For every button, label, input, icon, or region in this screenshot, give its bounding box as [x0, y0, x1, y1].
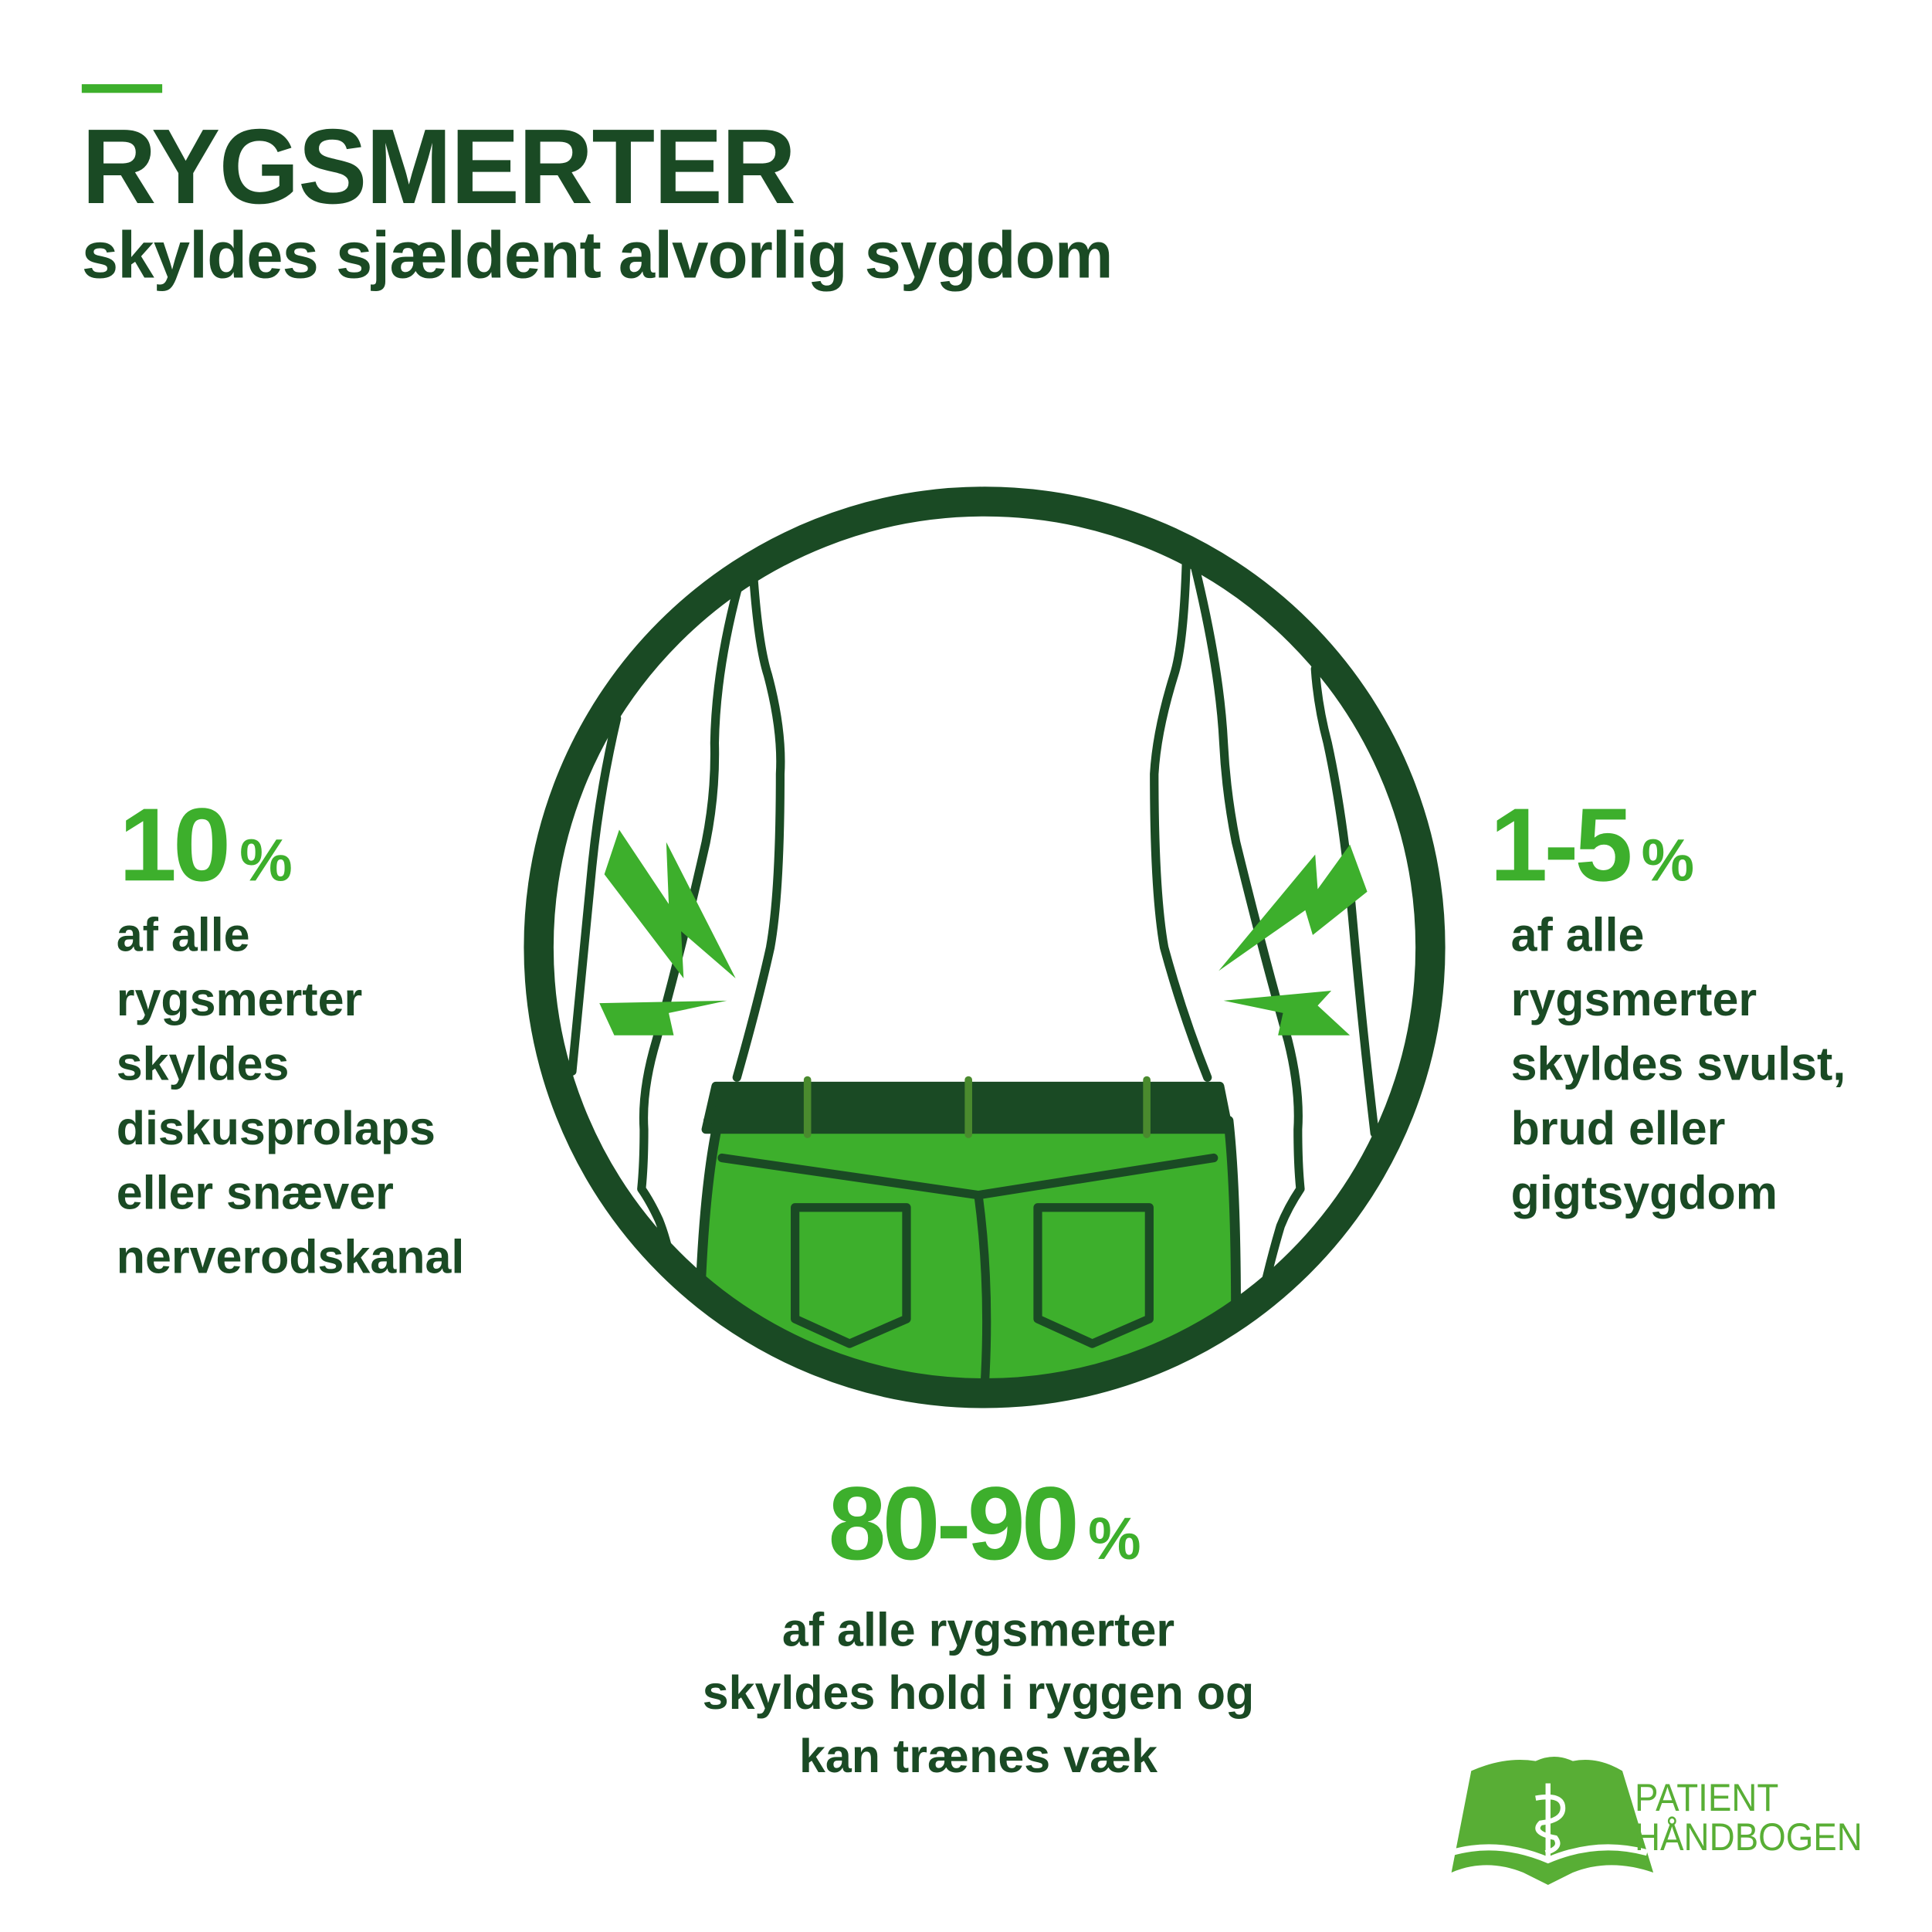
patient-handbogen-logo-icon	[1450, 1756, 1654, 1885]
text-line: gigtsygdom	[1510, 1168, 1778, 1220]
text-line: diskusprolaps	[116, 1103, 436, 1156]
stat-disc-description: af alle rygsmerter skyldes diskusprolaps…	[117, 904, 465, 1290]
outer-ring	[524, 486, 1446, 1408]
percent-sign: %	[1641, 828, 1695, 894]
text-line: skyldes svulst,	[1510, 1039, 1846, 1091]
page-subtitle: skyldes sjældent alvorlig sygdom	[81, 219, 1113, 293]
pants	[694, 1116, 1242, 1391]
stat-number: 10	[118, 786, 231, 903]
lightning-icon	[1223, 991, 1351, 1035]
text-line: brud eller	[1510, 1103, 1726, 1156]
text-line: skyldes hold i ryggen og	[702, 1668, 1255, 1720]
lightning-icon	[604, 829, 736, 979]
text-line: af alle	[116, 910, 250, 963]
torso-right-outline	[1150, 553, 1212, 1082]
right-pocket	[1033, 1203, 1154, 1348]
pain-bolts	[599, 829, 1368, 1035]
stat-number: 80-90	[828, 1465, 1080, 1582]
stat-serious-description: af alle rygsmerter skyldes svulst, brud …	[1511, 904, 1846, 1226]
stat-serious-value: 1-5%	[1490, 792, 1694, 897]
percent-sign: %	[239, 828, 293, 894]
text-line: rygsmerter	[116, 974, 363, 1027]
text-line: kan trænes væk	[798, 1731, 1158, 1784]
text-line: af alle	[1510, 910, 1645, 963]
text-line: nerverodskanal	[116, 1232, 465, 1285]
left-pocket	[791, 1203, 911, 1348]
logo-line-1: PATIENT	[1635, 1775, 1779, 1819]
left-arm-outer	[568, 713, 622, 1076]
lightning-icon	[1219, 844, 1368, 971]
page-title: RYGSMERTER	[81, 107, 796, 227]
stat-disc-value: 10%	[119, 792, 293, 897]
stat-common-description: af alle rygsmerter skyldes hold i ryggen…	[551, 1600, 1406, 1789]
center-seam	[974, 1191, 991, 1391]
text-line: skyldes	[116, 1039, 290, 1091]
text-line: eller snæver	[116, 1168, 394, 1220]
torso-left-outline	[732, 565, 785, 1082]
belt-loops	[803, 1076, 1151, 1138]
logo-wordmark: PATIENT HÅNDBOGEN	[1635, 1778, 1863, 1858]
stat-common-value: 80-90%	[613, 1471, 1356, 1575]
percent-sign: %	[1088, 1507, 1141, 1573]
accent-bar	[81, 84, 163, 93]
text-line: rygsmerter	[1510, 974, 1757, 1027]
stat-number: 1-5	[1490, 786, 1632, 903]
logo-line-2: HÅNDBOGEN	[1635, 1815, 1863, 1859]
text-line: af alle rygsmerter	[781, 1605, 1175, 1657]
lightning-icon	[599, 1000, 727, 1035]
